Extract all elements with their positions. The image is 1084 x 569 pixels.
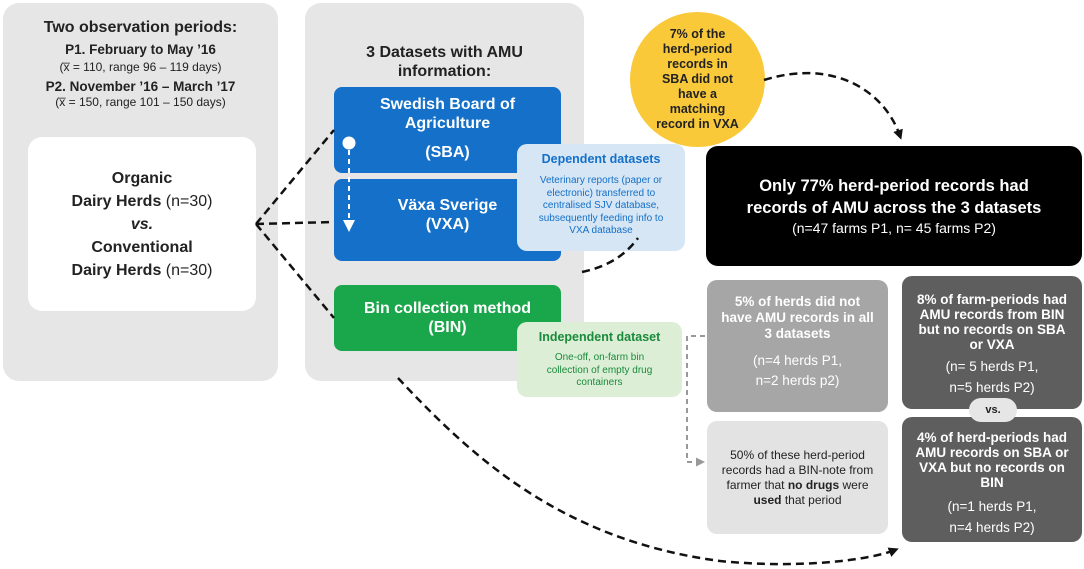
grey2-line-2: records had a BIN-note from (721, 462, 874, 477)
dark2-line-5: (n=1 herds P1, (947, 499, 1037, 514)
independent-body-3: containers (576, 377, 623, 388)
dark1-line-6: n=5 herds P2) (949, 380, 1035, 395)
independent-dataset-box: Independent dataset One-off, on-farm bin… (517, 322, 682, 397)
dependent-title: Dependent datasets (541, 152, 661, 166)
periods-title: Two observation periods: (43, 19, 238, 36)
grey2-line-1: 50% of these herd-period (730, 447, 865, 462)
black-line-1: Only 77% herd-period records had (759, 177, 1029, 195)
datasets-title-1: 3 Datasets with AMU (366, 44, 523, 61)
circle-line-6: matching (669, 102, 726, 116)
vxa-label-1: Växa Sverige (397, 197, 498, 214)
vs-badge: vs. (969, 398, 1017, 422)
datasets-title-2: information: (397, 63, 492, 80)
bin-note-box: 50% of these herd-period records had a B… (707, 421, 888, 534)
p2-detail: (x̅ = 150, range 101 – 150 days) (55, 95, 226, 109)
independent-body-2: collection of empty drug (546, 364, 653, 376)
grey2-line-3c: were (839, 477, 869, 492)
bin-label-1: Bin collection method (363, 300, 532, 317)
p2-title: P2. November ’16 – March ’17 (45, 79, 236, 94)
herds-vs: vs. (130, 215, 154, 233)
dark2-line-4: BIN (980, 475, 1004, 490)
grey2-line-4b: that period (781, 492, 842, 507)
circle-line-3: records in (667, 57, 728, 71)
circle-line-1: 7% of the (669, 27, 726, 41)
dark1-line-4: or VXA (969, 337, 1015, 352)
bin-only-records-box: 8% of farm-periods had AMU records from … (902, 276, 1082, 409)
grey2-line-3a: farmer that (726, 477, 788, 492)
dark2-line-6: n=4 herds P2) (949, 520, 1035, 535)
black-line-2: records of AMU across the 3 datasets (746, 199, 1042, 217)
dark1-line-1: 8% of farm-periods had (916, 292, 1068, 307)
sba-label-3: (SBA) (425, 144, 470, 161)
circle-to-black-arrow (763, 71, 903, 140)
dark1-line-5: (n= 5 herds P1, (945, 359, 1039, 374)
grey1-line-3: 3 datasets (764, 326, 831, 341)
p1-title: P1. February to May ’16 (65, 42, 216, 57)
herds-box: Organic Dairy Herds (n=30) vs. Conventio… (28, 137, 256, 311)
conventional-count: (n=30) (161, 261, 213, 279)
dark2-line-3: VXA but no records on (919, 460, 1065, 475)
vs-badge-label: vs. (985, 404, 1001, 416)
sba-vxa-mismatch-circle: 7% of the herd-period records in SBA did… (630, 12, 765, 147)
grey1-to-grey2-arrow (686, 335, 705, 467)
sba-label-2: Agriculture (404, 115, 491, 132)
dark2-line-1: 4% of herd-periods had (916, 430, 1068, 445)
organic-label: Organic (111, 169, 173, 187)
grey1-line-2: have AMU records in all (721, 310, 874, 325)
conventional-dairy-herds: Dairy Herds (71, 261, 162, 279)
dark1-line-3: but no records on SBA (918, 322, 1066, 337)
sba-label-1: Swedish Board of (379, 96, 516, 113)
amu-coverage-box: Only 77% herd-period records had records… (706, 146, 1082, 266)
dependent-body-4: subsequently feeding info to (538, 212, 664, 224)
dependent-body-1: Veterinary reports (paper or (539, 175, 663, 186)
organic-dairy-herds: Dairy Herds (71, 192, 162, 210)
organic-count: (n=30) (161, 192, 213, 210)
independent-body-1: One-off, on-farm bin (554, 352, 645, 363)
dependent-datasets-box: Dependent datasets Veterinary reports (p… (517, 144, 685, 251)
dependent-body-2: electronic) transferred to (546, 187, 656, 199)
black-line-3: (n=47 farms P1, n= 45 farms P2) (792, 220, 996, 236)
circle-line-2: herd-period (662, 42, 733, 56)
grey2-no-drugs: no drugs (787, 477, 840, 492)
bin-label-2: (BIN) (428, 319, 467, 336)
vxa-label-2: (VXA) (425, 216, 470, 233)
dark2-line-2: AMU records on SBA or (915, 445, 1069, 460)
dependent-body-5: VXA database (569, 225, 633, 236)
grey1-line-4: (n=4 herds P1, (753, 353, 842, 368)
grey1-line-5: n=2 herds p2) (755, 373, 840, 388)
missing-records-box: 5% of herds did not have AMU records in … (707, 280, 888, 412)
sba-vxa-only-records-box: 4% of herd-periods had AMU records on SB… (902, 417, 1082, 542)
circle-line-5: have a (678, 87, 717, 101)
p1-detail: (x̅ = 110, range 96 – 119 days) (59, 60, 222, 74)
dependent-body-3: centralised SJV database, (542, 200, 660, 211)
grey1-line-1: 5% of herds did not (734, 294, 861, 309)
independent-title: Independent dataset (538, 330, 661, 344)
conventional-label: Conventional (91, 238, 193, 256)
grey2-used: used (753, 492, 782, 507)
circle-line-4: SBA did not (661, 72, 734, 86)
circle-line-7: record in VXA (656, 117, 739, 131)
dark1-line-2: AMU records from BIN (919, 307, 1065, 322)
